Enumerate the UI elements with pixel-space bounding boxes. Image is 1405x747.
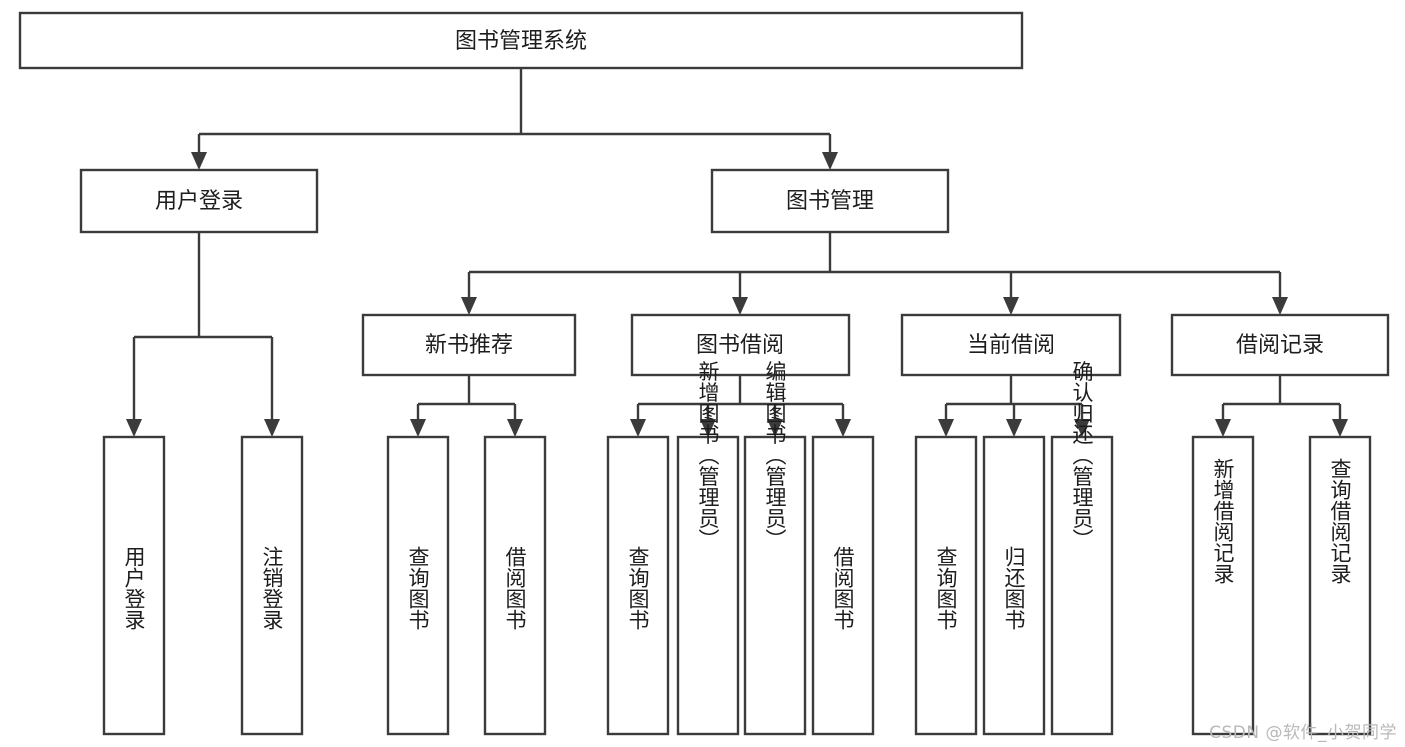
- node-borrow-records-label: 借阅记录: [1236, 333, 1324, 358]
- arrowhead-book-borrow: [732, 297, 748, 315]
- leaf-return-book-label: 归还图书: [1002, 546, 1026, 630]
- leaf-query-book-current-label: 查询图书: [934, 546, 958, 630]
- leaf-user-login[interactable]: 用户登录: [102, 435, 166, 736]
- leaf-query-book-borrow-label: 查询图书: [626, 546, 650, 630]
- leaf-query-book-borrow[interactable]: 查询图书: [606, 435, 670, 736]
- connector-group: [126, 68, 1348, 437]
- node-root-system[interactable]: 图书管理系统: [18, 11, 1024, 70]
- node-book-borrow[interactable]: 图书借阅: [630, 313, 851, 377]
- arrowhead-leaf-query-book-3: [938, 419, 954, 437]
- leaf-edit-book-label: 编辑图书（管理员）: [763, 361, 787, 550]
- arrowhead-user-login: [191, 152, 207, 170]
- arrowhead-leaf-query-book-2: [630, 419, 646, 437]
- node-borrow-records[interactable]: 借阅记录: [1170, 313, 1390, 377]
- node-book-borrow-label: 图书借阅: [696, 333, 784, 358]
- node-book-manage[interactable]: 图书管理: [710, 168, 950, 234]
- arrowhead-leaf-add-record: [1215, 419, 1231, 437]
- leaf-edit-book[interactable]: 编辑图书（管理员）: [743, 361, 807, 736]
- arrowhead-book-manage: [822, 152, 838, 170]
- leaf-query-borrow-record[interactable]: 查询借阅记录: [1308, 435, 1372, 736]
- arrowhead-leaf-logout: [264, 419, 280, 437]
- leaf-logout[interactable]: 注销登录: [240, 435, 304, 736]
- arrowhead-leaf-borrow-book-2: [835, 419, 851, 437]
- node-book-manage-box[interactable]: [710, 168, 950, 234]
- leaf-query-book-recommend[interactable]: 查询图书: [386, 435, 450, 736]
- node-book-borrow-box[interactable]: [630, 313, 851, 377]
- node-current-borrow[interactable]: 当前借阅: [900, 313, 1122, 377]
- node-user-login[interactable]: 用户登录: [79, 168, 319, 234]
- leaf-add-borrow-record[interactable]: 新增借阅记录: [1191, 435, 1255, 736]
- node-current-borrow-box[interactable]: [900, 313, 1122, 377]
- node-new-book-recommend-label: 新书推荐: [425, 333, 513, 358]
- arrowhead-new-book-recommend: [461, 297, 477, 315]
- leaf-confirm-return-label: 确认归还（管理员）: [1070, 361, 1094, 550]
- arrowhead-leaf-query-book-1: [410, 419, 426, 437]
- leaf-borrow-book-box[interactable]: [811, 435, 875, 736]
- leaf-borrow-book-recommend-label: 借阅图书: [503, 546, 527, 630]
- leaf-user-login-label: 用户登录: [122, 546, 146, 630]
- leaf-borrow-book[interactable]: 借阅图书: [811, 435, 875, 736]
- leaf-borrow-book-recommend[interactable]: 借阅图书: [483, 435, 547, 736]
- node-current-borrow-label: 当前借阅: [967, 333, 1055, 358]
- node-root-system-label: 图书管理系统: [455, 29, 587, 54]
- leaf-query-borrow-record-box[interactable]: [1308, 435, 1372, 736]
- node-user-login-box[interactable]: [79, 168, 319, 234]
- leaf-return-book[interactable]: 归还图书: [982, 435, 1046, 736]
- leaf-query-book-recommend-box[interactable]: [386, 435, 450, 736]
- leaf-query-book-current-box[interactable]: [914, 435, 978, 736]
- leaf-add-book-label: 新增图书（管理员）: [696, 361, 720, 550]
- leaf-add-book[interactable]: 新增图书（管理员）: [676, 361, 740, 736]
- leaf-query-borrow-record-label: 查询借阅记录: [1328, 458, 1352, 584]
- node-borrow-records-box[interactable]: [1170, 313, 1390, 377]
- arrowhead-leaf-return-book: [1006, 419, 1022, 437]
- arrowhead-leaf-query-record: [1332, 419, 1348, 437]
- arrowhead-leaf-confirm-return: [1074, 419, 1090, 437]
- leaf-logout-box[interactable]: [240, 435, 304, 736]
- leaf-add-borrow-record-box[interactable]: [1191, 435, 1255, 736]
- arrowhead-borrow-records: [1272, 297, 1288, 315]
- leaf-edit-book-box[interactable]: [743, 435, 807, 736]
- leaf-logout-label: 注销登录: [260, 546, 284, 630]
- arrowhead-leaf-user-login: [126, 419, 142, 437]
- arrowhead-leaf-edit-book: [767, 419, 783, 437]
- leaf-add-book-box[interactable]: [676, 435, 740, 736]
- leaf-confirm-return-box[interactable]: [1050, 435, 1114, 736]
- node-new-book-recommend-box[interactable]: [361, 313, 577, 377]
- leaf-add-borrow-record-label: 新增借阅记录: [1211, 458, 1235, 584]
- csdn-watermark: CSDN @软件_小贺同学: [1209, 723, 1397, 743]
- arrowhead-leaf-add-book: [700, 419, 716, 437]
- node-new-book-recommend[interactable]: 新书推荐: [361, 313, 577, 377]
- leaf-borrow-book-recommend-box[interactable]: [483, 435, 547, 736]
- leaf-user-login-box[interactable]: [102, 435, 166, 736]
- arrowhead-leaf-borrow-book-1: [507, 419, 523, 437]
- node-book-manage-label: 图书管理: [786, 189, 874, 214]
- leaf-query-book-current[interactable]: 查询图书: [914, 435, 978, 736]
- leaf-confirm-return[interactable]: 确认归还（管理员）: [1050, 361, 1114, 736]
- arrowhead-current-borrow: [1003, 297, 1019, 315]
- node-root-system-box[interactable]: [18, 11, 1024, 70]
- node-user-login-label: 用户登录: [155, 189, 243, 214]
- leaf-query-book-recommend-label: 查询图书: [406, 546, 430, 630]
- leaf-return-book-box[interactable]: [982, 435, 1046, 736]
- leaf-query-book-borrow-box[interactable]: [606, 435, 670, 736]
- leaf-borrow-book-label: 借阅图书: [831, 546, 855, 630]
